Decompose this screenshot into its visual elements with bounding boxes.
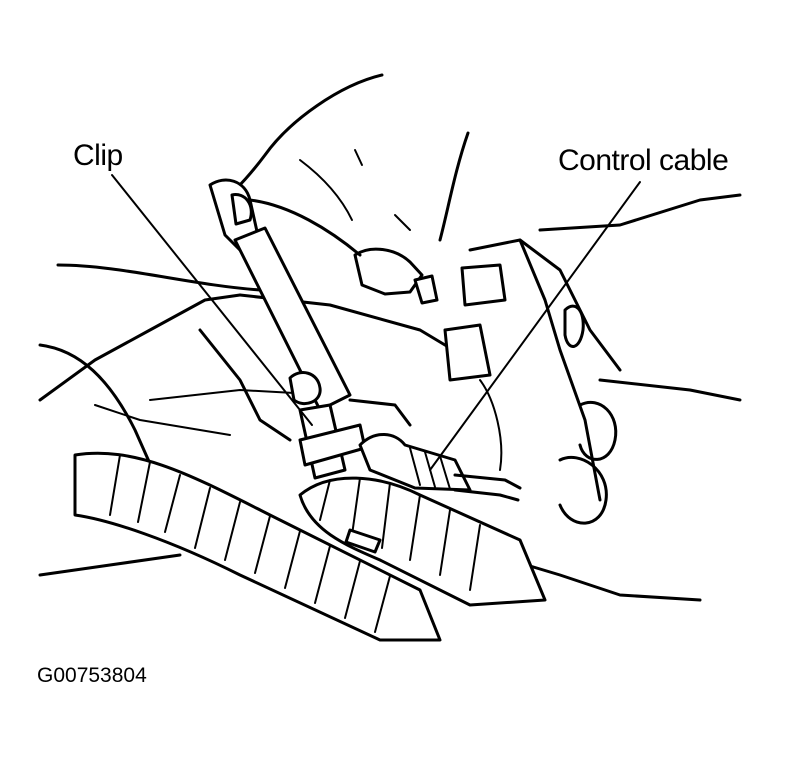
corrugated-hoses — [38, 451, 547, 642]
figure-id: G00753804 — [37, 664, 147, 687]
tool-lever — [233, 226, 352, 412]
clip-leader-line — [111, 174, 313, 426]
leader-lines — [111, 174, 641, 471]
control-cable-label: Control cable — [558, 144, 729, 177]
clip-label: Clip — [73, 139, 123, 172]
control-cable-leader-line — [429, 181, 641, 471]
control-cable — [358, 433, 522, 502]
engine-background — [38, 193, 742, 602]
